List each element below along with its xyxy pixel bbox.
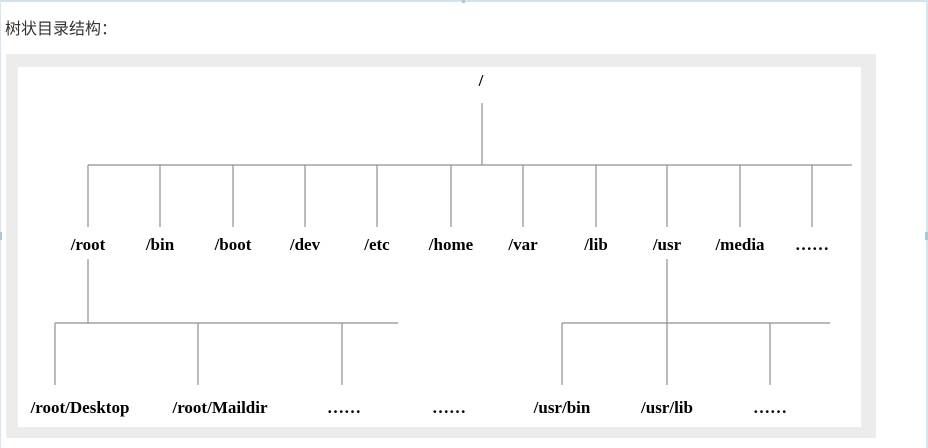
root-child-label: /root/Maildir [171,398,268,417]
window-right-border [926,0,928,448]
root-child-label: …… [432,398,466,417]
section-caption: 树状目录结构： [5,19,118,38]
level1-dir-label: /bin [145,235,175,254]
usr-child-label: /usr/lib [640,398,693,417]
usr-child-label: …… [753,398,787,417]
tree-root-label: / [478,71,484,90]
level1-dir-label: /boot [214,235,252,254]
level1-dir-label: /dev [289,235,321,254]
resize-handle-top[interactable] [462,0,465,3]
level1-dir-label: /etc [363,235,390,254]
diagram-canvas [18,67,861,427]
resize-handle-right[interactable] [925,232,928,240]
level1-dir-label: /lib [583,235,608,254]
level1-dir-label: /home [428,235,474,254]
usr-child-label: /usr/bin [533,398,591,417]
resize-handle-left[interactable] [0,232,2,240]
root-child-label: …… [327,398,361,417]
root-child-label: /root/Desktop [30,398,130,417]
level1-dir-label: …… [795,235,829,254]
tree-connectors [54,103,852,385]
level1-dir-label: /usr [652,235,682,254]
level1-labels: /root/bin/boot/dev/etc/home/var/lib/usr /… [70,235,829,254]
level1-dir-label: /var [507,235,538,254]
window-left-border [0,0,1,448]
level2-labels: /root/Desktop/root/Maildir …… …… /usr/bin/u… [30,398,787,417]
level1-dir-label: /root [70,235,106,254]
level1-dir-label: /media [714,235,765,254]
